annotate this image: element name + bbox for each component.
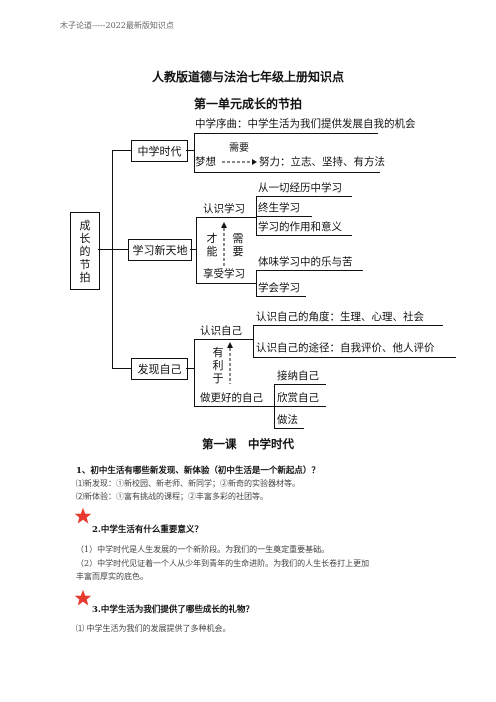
connector bbox=[274, 384, 326, 385]
root-char: 节 bbox=[79, 257, 91, 271]
star-icon bbox=[74, 507, 92, 524]
answer-line: （2）中学时代见证着一个人从少年到青年的生命进阶。为我们的人生长卷打上更加 bbox=[76, 559, 370, 568]
know-self-item: 认识自己的途径：自我评价、他人评价 bbox=[256, 342, 435, 354]
better-self-item: 做法 bbox=[277, 414, 298, 426]
root-char: 拍 bbox=[79, 270, 91, 284]
helpful-char: 有 bbox=[212, 346, 224, 359]
know-learning-item: 从一切经历中学习 bbox=[258, 182, 342, 194]
effort-text: 努力：立志、坚持、有方法 bbox=[259, 156, 385, 168]
helpful-char: 利 bbox=[212, 359, 224, 372]
dashed-vertical-arrow-icon bbox=[221, 222, 227, 266]
answer-line: ⑴新发现：①新校园、新老师、新同学；②新奇的实验器材等。 bbox=[76, 479, 300, 488]
answer-line: 丰富而厚实的底色。 bbox=[76, 572, 148, 581]
need-char: 需 bbox=[232, 232, 244, 245]
connector bbox=[194, 339, 253, 340]
question-3: 3.中学生活为我们提供了哪些成长的礼物？ bbox=[92, 605, 254, 615]
know-learning-item: 学习的作用和意义 bbox=[258, 221, 342, 233]
connector bbox=[256, 296, 306, 297]
connector bbox=[190, 249, 196, 250]
enjoy-learning-text: 享受学习 bbox=[203, 268, 245, 280]
root-node: 成 长 的 节 拍 bbox=[70, 212, 100, 290]
better-self-item: 接纳自己 bbox=[277, 370, 319, 382]
know-learning-item: 终生学习 bbox=[258, 202, 300, 214]
connector bbox=[112, 368, 131, 369]
page-header: 木子论道-----2022最新版知识点 bbox=[60, 21, 174, 30]
branch-learning-new-world: 学习新天地 bbox=[128, 239, 192, 261]
dream-text: 梦想 bbox=[195, 156, 216, 168]
connector bbox=[194, 339, 195, 407]
dashed-arrow-icon bbox=[222, 159, 257, 165]
connector bbox=[253, 325, 443, 326]
enjoy-learning-item: 体味学习中的乐与苦 bbox=[258, 256, 353, 268]
connector bbox=[196, 217, 197, 283]
document-title: 人教版道德与法治七年级上册知识点 bbox=[151, 70, 344, 84]
question-2: 2.中学生活有什么重要意义？ bbox=[92, 525, 203, 535]
connector bbox=[112, 249, 128, 250]
need-char: 要 bbox=[232, 245, 244, 258]
know-learning-text: 认识学习 bbox=[203, 203, 245, 215]
connector bbox=[256, 216, 312, 217]
better-self-text: 做更好的自己 bbox=[200, 392, 263, 404]
know-self-text: 认识自己 bbox=[200, 325, 242, 337]
root-char: 成 bbox=[79, 218, 91, 232]
connector bbox=[186, 368, 194, 369]
connector bbox=[256, 196, 352, 197]
lesson-title: 第一课 中学时代 bbox=[202, 437, 294, 451]
connector bbox=[112, 150, 131, 151]
connector bbox=[194, 133, 195, 173]
unit-title: 第一单元成长的节拍 bbox=[193, 97, 302, 111]
enjoy-learning-item: 学会学习 bbox=[258, 282, 300, 294]
talent-char: 能 bbox=[206, 245, 218, 258]
connector bbox=[256, 270, 363, 271]
answer-line: ⑵新体验：①富有挑战的课程；②丰富多彩的社团等。 bbox=[76, 492, 268, 501]
connector bbox=[253, 357, 456, 358]
star-icon bbox=[74, 589, 92, 606]
connector bbox=[186, 150, 194, 151]
prelude-text: 中学序曲：中学生活为我们提供发展自我的机会 bbox=[195, 118, 416, 130]
branch-discover-self: 发现自己 bbox=[131, 358, 188, 380]
better-self-item: 欣赏自己 bbox=[277, 392, 319, 404]
connector bbox=[274, 428, 304, 429]
question-1: 1、初中生活有哪些新发现、新体验（初中生活是一个新起点）？ bbox=[76, 466, 320, 476]
connector bbox=[194, 172, 380, 173]
know-self-item: 认识自己的角度：生理、心理、社会 bbox=[256, 311, 424, 323]
root-char: 的 bbox=[79, 244, 91, 258]
branch-middle-school-era: 中学时代 bbox=[131, 140, 188, 162]
answer-line: （1）中学时代是人生发展的一个新阶段。为我们的一生奠定重要基础。 bbox=[76, 545, 330, 554]
helpful-char: 于 bbox=[212, 372, 224, 385]
connector bbox=[256, 235, 352, 236]
root-char: 长 bbox=[79, 231, 91, 245]
connector bbox=[274, 406, 326, 407]
answer-line: ⑴ 中学生活为我们的发展提供了多种机会。 bbox=[76, 624, 231, 633]
connector bbox=[194, 133, 378, 134]
connector bbox=[194, 406, 274, 407]
connector bbox=[256, 270, 257, 297]
dashed-vertical-arrow-icon bbox=[227, 342, 233, 384]
connector bbox=[253, 325, 254, 358]
connector bbox=[112, 150, 113, 369]
talent-char: 才 bbox=[206, 232, 218, 245]
connector bbox=[98, 249, 112, 250]
connector bbox=[196, 283, 256, 284]
need-text: 需要 bbox=[229, 143, 249, 154]
connector bbox=[196, 217, 256, 218]
